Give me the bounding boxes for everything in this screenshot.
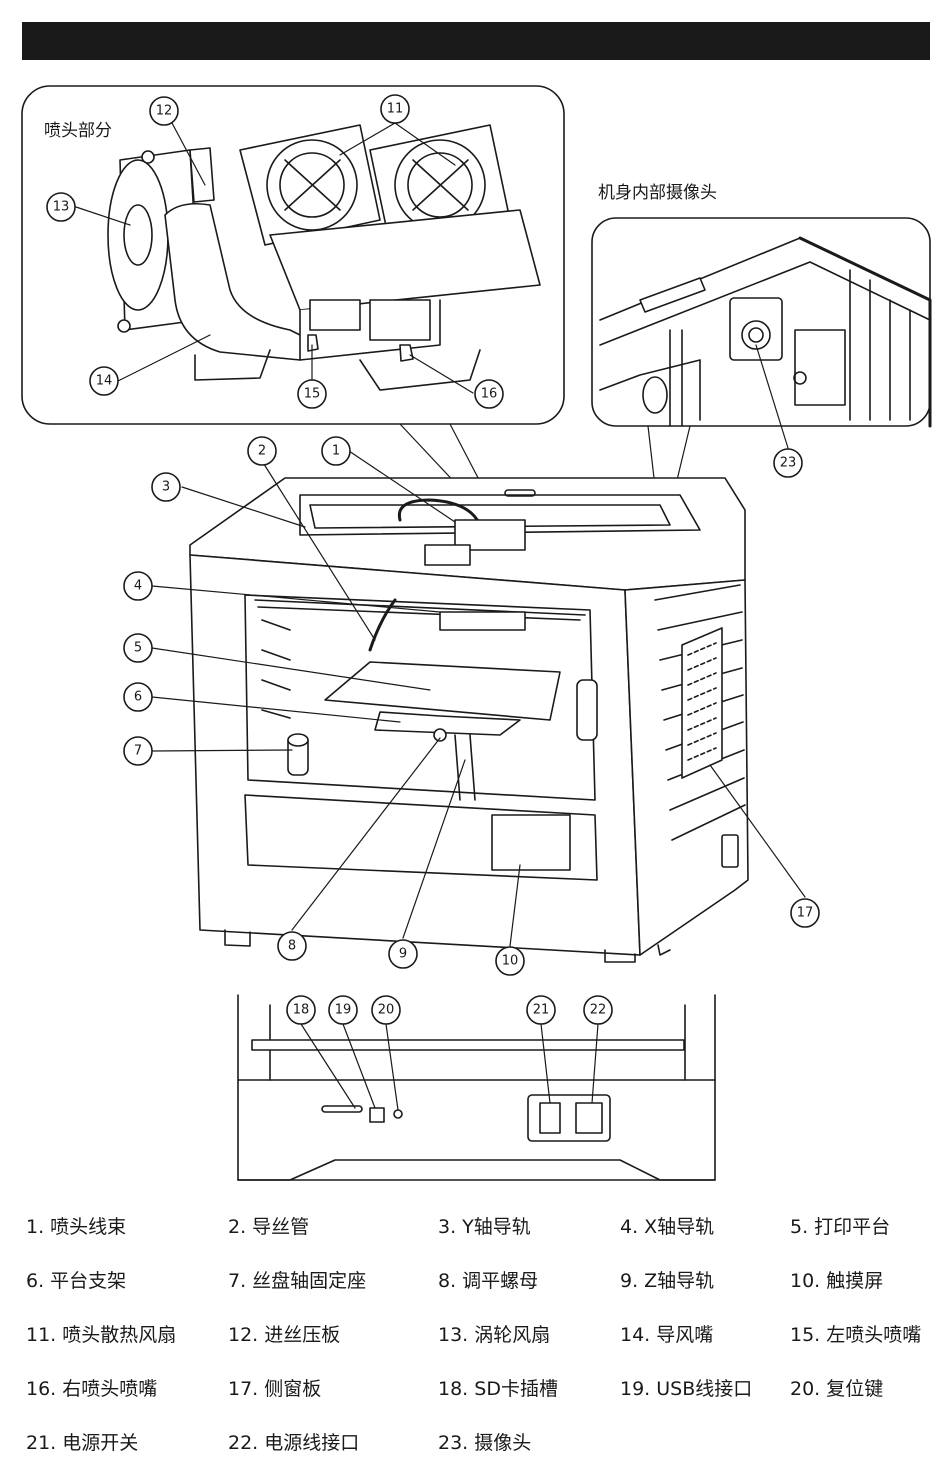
legend-item-18: 18. SD卡插槽 — [438, 1376, 558, 1402]
svg-text:8: 8 — [288, 939, 296, 954]
callout-11: 11 — [381, 95, 409, 123]
callout-4: 4 — [124, 572, 152, 600]
printer-body-drawing — [190, 478, 748, 962]
back-panel-drawing — [238, 995, 715, 1180]
legend-item-15: 15. 左喷头喷嘴 — [790, 1322, 921, 1348]
svg-text:20: 20 — [378, 1003, 395, 1018]
sd-slot-drawing — [322, 1106, 362, 1112]
legend-item-20: 20. 复位键 — [790, 1376, 883, 1402]
callout-2: 2 — [248, 437, 276, 465]
touchscreen-drawing — [492, 815, 570, 870]
callout-9: 9 — [389, 940, 417, 968]
legend-item-1: 1. 喷头线束 — [26, 1214, 126, 1240]
svg-text:23: 23 — [780, 456, 797, 471]
legend-item-4: 4. X轴导轨 — [620, 1214, 714, 1240]
power-socket-drawing — [576, 1103, 602, 1133]
svg-text:9: 9 — [399, 947, 407, 962]
svg-text:4: 4 — [134, 579, 142, 594]
svg-text:15: 15 — [304, 387, 321, 402]
callout-16: 16 — [475, 380, 503, 408]
callout-3: 3 — [152, 473, 180, 501]
legend-item-6: 6. 平台支架 — [26, 1268, 126, 1294]
legend-item-10: 10. 触摸屏 — [790, 1268, 883, 1294]
legend-item-8: 8. 调平螺母 — [438, 1268, 538, 1294]
callout-15: 15 — [298, 380, 326, 408]
legend-item-11: 11. 喷头散热风扇 — [26, 1322, 176, 1348]
callout-10: 10 — [496, 947, 524, 975]
callout-1: 1 — [322, 437, 350, 465]
svg-text:14: 14 — [96, 374, 113, 389]
svg-text:17: 17 — [797, 906, 814, 921]
svg-text:19: 19 — [335, 1003, 352, 1018]
legend-item-16: 16. 右喷头喷嘴 — [26, 1376, 157, 1402]
reset-button-drawing — [394, 1110, 402, 1118]
callout-17: 17 — [791, 899, 819, 927]
svg-text:5: 5 — [134, 641, 142, 656]
power-switch-drawing — [540, 1103, 560, 1133]
legend-item-17: 17. 侧窗板 — [228, 1376, 321, 1402]
legend-item-22: 22. 电源线接口 — [228, 1430, 359, 1456]
legend-item-21: 21. 电源开关 — [26, 1430, 138, 1456]
svg-text:13: 13 — [53, 200, 70, 215]
legend-item-3: 3. Y轴导轨 — [438, 1214, 531, 1240]
usb-port-drawing — [370, 1108, 384, 1122]
svg-text:6: 6 — [134, 690, 142, 705]
legend-item-14: 14. 导风嘴 — [620, 1322, 713, 1348]
camera-inset-title: 机身内部摄像头 — [598, 183, 717, 203]
callout-20: 20 — [372, 996, 400, 1024]
svg-text:21: 21 — [533, 1003, 550, 1018]
svg-text:10: 10 — [502, 954, 519, 969]
svg-text:3: 3 — [162, 480, 170, 495]
svg-text:12: 12 — [156, 104, 173, 119]
svg-text:22: 22 — [590, 1003, 607, 1018]
svg-text:18: 18 — [293, 1003, 310, 1018]
svg-text:1: 1 — [332, 444, 340, 459]
callout-8: 8 — [278, 932, 306, 960]
legend-item-7: 7. 丝盘轴固定座 — [228, 1268, 366, 1294]
legend-item-19: 19. USB线接口 — [620, 1376, 752, 1402]
legend-item-12: 12. 进丝压板 — [228, 1322, 340, 1348]
callout-19: 19 — [329, 996, 357, 1024]
legend-item-2: 2. 导丝管 — [228, 1214, 309, 1240]
callout-13: 13 — [47, 193, 75, 221]
callout-22: 22 — [584, 996, 612, 1024]
legend-item-23: 23. 摄像头 — [438, 1430, 531, 1456]
svg-text:11: 11 — [387, 102, 404, 117]
camera-inset: 机身内部摄像头 — [592, 183, 930, 426]
svg-text:16: 16 — [481, 387, 498, 402]
callout-5: 5 — [124, 634, 152, 662]
svg-text:7: 7 — [134, 744, 142, 759]
svg-text:2: 2 — [258, 444, 266, 459]
callout-21: 21 — [527, 996, 555, 1024]
legend-item-13: 13. 涡轮风扇 — [438, 1322, 550, 1348]
callout-18: 18 — [287, 996, 315, 1024]
callout-12: 12 — [150, 97, 178, 125]
legend-item-5: 5. 打印平台 — [790, 1214, 890, 1240]
callout-7: 7 — [124, 737, 152, 765]
legend-item-9: 9. Z轴导轨 — [620, 1268, 714, 1294]
nozzle-inset-title: 喷头部分 — [44, 121, 112, 141]
callout-14: 14 — [90, 367, 118, 395]
printer-illustration: 喷头部分 — [0, 0, 950, 1200]
callout-6: 6 — [124, 683, 152, 711]
parts-legend: 1. 喷头线束 2. 导丝管 3. Y轴导轨 4. X轴导轨 5. 打印平台 6… — [0, 1200, 950, 1480]
callout-23: 23 — [774, 449, 802, 477]
